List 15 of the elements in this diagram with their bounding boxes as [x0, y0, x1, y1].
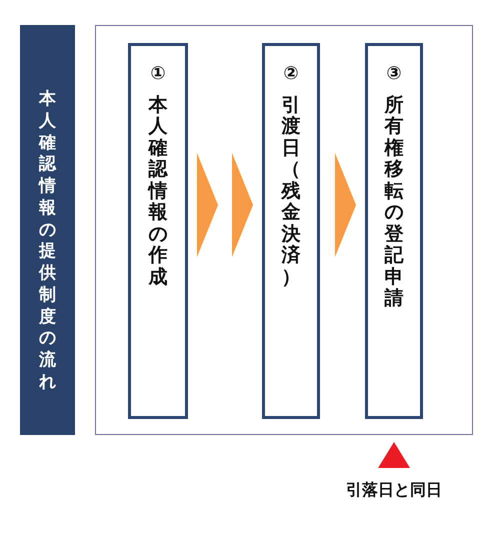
step-title: 引渡日（残金決済）: [282, 95, 300, 288]
step-number: ②: [283, 65, 299, 83]
step-box: [128, 43, 188, 419]
chevron-arrow: [335, 153, 356, 257]
chevron-arrow: [197, 153, 253, 257]
step-box: [262, 43, 320, 419]
band-title: 本人確認情報の提供制度の流れ: [39, 89, 56, 394]
step-box: [365, 43, 423, 419]
step-number: ③: [386, 65, 402, 83]
flow-frame: [95, 25, 473, 435]
step-title: 所有権移転の登記申請: [384, 95, 404, 310]
step-number: ①: [150, 65, 166, 83]
note-text: 引落日と同日: [346, 480, 442, 500]
heading-band: [20, 25, 75, 435]
step-title: 本人確認情報の作成: [148, 95, 168, 288]
